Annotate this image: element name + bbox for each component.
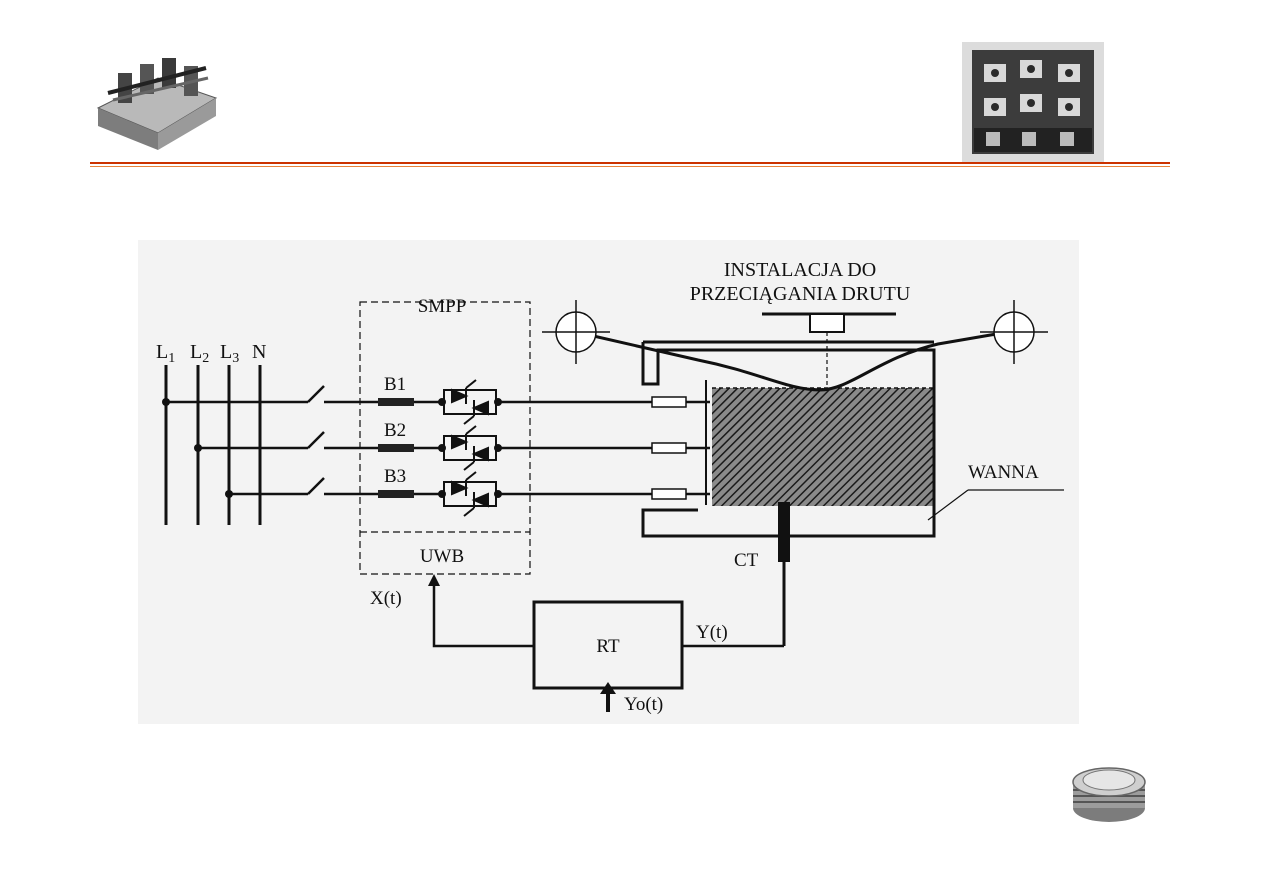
tank-outline	[641, 342, 936, 538]
electrode-feed-lines	[498, 400, 710, 496]
fuse-b3-label: B3	[384, 466, 406, 487]
thyristor-pair-1	[438, 379, 502, 425]
thyristor-pair-2	[438, 425, 502, 471]
fuse-b2-label: B2	[384, 420, 406, 441]
draw-die-holder	[809, 313, 845, 333]
temperature-sensor	[778, 502, 790, 562]
left-reel	[542, 300, 610, 364]
right-reel	[980, 300, 1048, 364]
header-rule-light	[90, 166, 1170, 167]
x-signal-arrow	[428, 574, 440, 586]
phase-l1-label: L1	[156, 341, 175, 366]
phase-l3-label: L3	[220, 341, 239, 366]
disc-thyristor-photo	[1072, 767, 1146, 822]
title-line-2: PRZECIĄGANIA DRUTU	[690, 283, 911, 305]
title-line-1: INSTALACJA DO	[724, 259, 876, 281]
uwb-label: UWB	[420, 546, 464, 567]
yo-signal-arrow	[600, 682, 616, 694]
phase-l2-label: L2	[190, 341, 209, 366]
rt-label: RT	[596, 636, 620, 657]
molten-bath	[712, 388, 934, 506]
thyristor-module-photo	[88, 38, 226, 158]
drawn-wire	[575, 330, 1009, 392]
supply-phase-labels: L1 L2 L3 N	[156, 341, 266, 366]
header-rule	[90, 162, 1170, 164]
wire-drawing-circuit-diagram: INSTALACJA DO PRZECIĄGANIA DRUTU L1 L2 L…	[138, 240, 1079, 724]
yo-signal-label: Yo(t)	[624, 694, 663, 715]
fuse-to-thyristor-wires	[414, 400, 440, 496]
neutral-label: N	[252, 341, 266, 363]
igbt-module-photo	[962, 42, 1104, 162]
fuse-b1-label: B1	[384, 374, 406, 395]
supply-bus-bars	[164, 365, 262, 525]
y-signal-label: Y(t)	[696, 622, 728, 643]
fuses	[378, 398, 414, 498]
smpp-enclosure	[359, 301, 531, 575]
x-signal-line	[432, 584, 534, 648]
smpp-label: SMPP	[418, 296, 467, 317]
ct-label: CT	[734, 550, 759, 571]
wanna-pointer	[927, 489, 969, 521]
x-signal-label: X(t)	[370, 588, 402, 609]
phase-feed-lines	[166, 385, 378, 496]
wanna-label: WANNA	[968, 462, 1039, 483]
electrodes	[651, 396, 687, 500]
thyristor-pair-3	[438, 471, 502, 517]
